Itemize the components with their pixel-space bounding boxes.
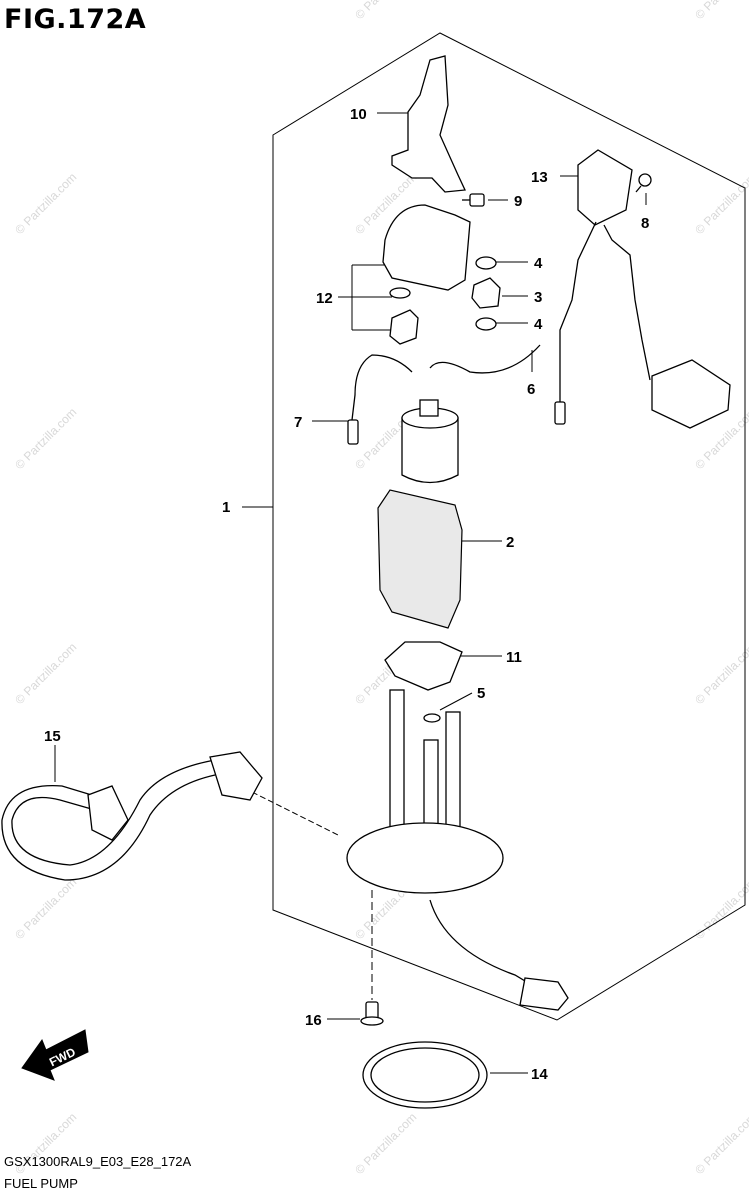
callout-label: 9	[514, 193, 522, 210]
callout-label: 15	[44, 728, 61, 745]
fuel-joint-part	[471, 277, 501, 309]
callout-label: 13	[531, 169, 548, 186]
screw-part	[360, 1001, 384, 1026]
callout-label: 10	[350, 106, 367, 123]
fuel-pump-motor-part	[401, 399, 459, 484]
o-ring-part	[389, 287, 411, 299]
callout-label: 16	[305, 1012, 322, 1029]
callout-label: 11	[506, 649, 522, 666]
fuel-level-gauge-part	[554, 149, 731, 429]
diagram-name: FUEL PUMP	[4, 1176, 78, 1191]
fuel-pump-case-part	[377, 489, 463, 629]
fuel-hose-part	[1, 751, 263, 881]
callout-label: 1	[222, 499, 230, 516]
watermark-text: © Partzilla.com	[12, 875, 79, 942]
callout-label: 5	[477, 685, 485, 702]
leader-lines	[54, 112, 647, 1074]
fuel-pump-plate-part	[346, 689, 569, 1011]
watermark-text: © Partzilla.com	[12, 405, 79, 472]
o-ring-part	[423, 713, 441, 723]
o-ring-part	[475, 256, 497, 270]
fuel-filter-cover-part	[382, 204, 471, 291]
watermark-text: © Partzilla.com	[692, 170, 749, 237]
forward-arrow-icon: FWD	[21, 1029, 89, 1081]
lead-wire-part	[429, 344, 541, 374]
assembly-boundary	[272, 32, 746, 1021]
callout-label: 2	[506, 534, 514, 551]
watermark-text: © Partzilla.com	[12, 170, 79, 237]
lead-wire-terminal-part	[347, 419, 359, 445]
gasket-part	[362, 1041, 488, 1109]
bolt-part	[462, 193, 485, 207]
callout-label: 12	[316, 290, 333, 307]
watermark-text: © Partzilla.com	[352, 0, 419, 22]
o-ring-part	[475, 317, 497, 331]
watermark-text: © Partzilla.com	[692, 640, 749, 707]
fuel-filter-part	[384, 641, 463, 691]
diagram-code: GSX1300RAL9_E03_E28_172A	[4, 1154, 192, 1169]
callout-label: 3	[534, 289, 542, 306]
pressure-regulator-part	[389, 309, 419, 345]
screw-part	[635, 173, 652, 193]
callout-label: 7	[294, 414, 302, 431]
figure-title: FIG.172A	[4, 4, 147, 35]
watermark-text: © Partzilla.com	[352, 1110, 419, 1177]
callout-label: 6	[527, 381, 535, 398]
bracket-part	[391, 55, 466, 193]
lead-wire-part	[351, 354, 413, 421]
callout-label: 4	[534, 255, 543, 272]
callout-label: 8	[641, 215, 649, 232]
watermark-text: © Partzilla.com	[12, 640, 79, 707]
watermark-text: © Partzilla.com	[692, 1110, 749, 1177]
callout-labels: 1 2 3 4 4 5 6 7 8 9 10 11 12 13 14 15 16	[44, 106, 649, 1083]
callout-label: 14	[531, 1066, 548, 1083]
callout-label: 4	[534, 316, 543, 333]
watermark-text: © Partzilla.com	[692, 0, 749, 22]
